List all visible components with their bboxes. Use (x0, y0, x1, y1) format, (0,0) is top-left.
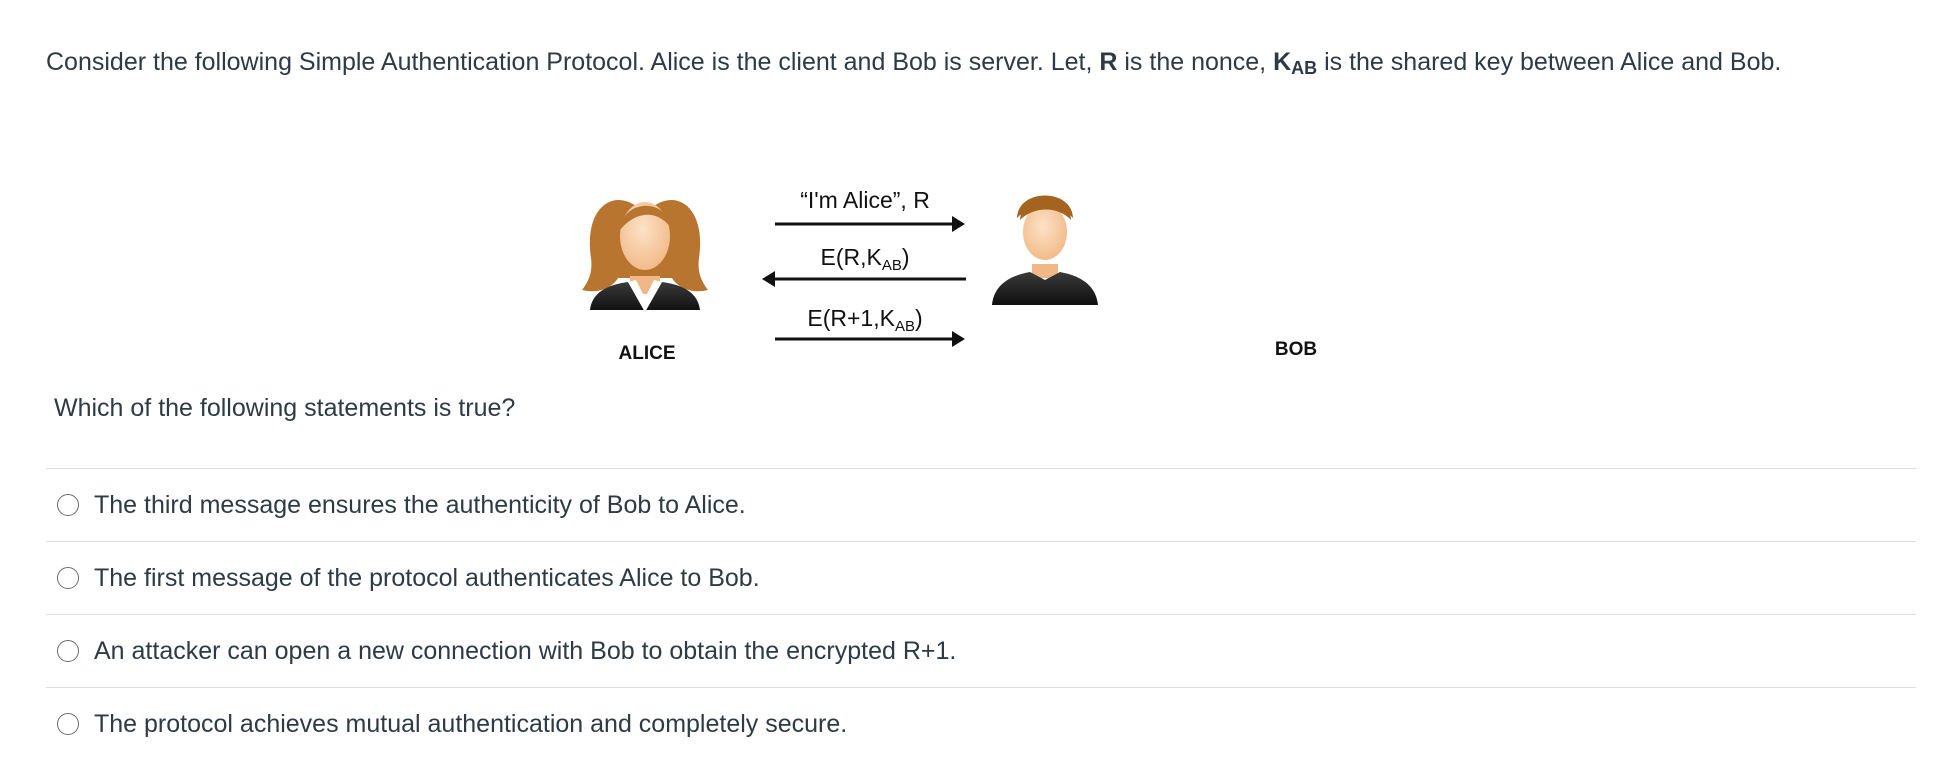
alice-label: ALICE (619, 343, 676, 364)
answer-label: An attacker can open a new connection wi… (94, 636, 957, 665)
answer-option-3[interactable]: An attacker can open a new connection wi… (46, 614, 1916, 687)
message-3-subscript: AB (895, 318, 915, 335)
answer-label: The third message ensures the authentici… (94, 490, 746, 519)
bob-label: BOB (1275, 339, 1317, 360)
radio-button[interactable] (57, 713, 79, 735)
answer-option-4[interactable]: The protocol achieves mutual authenticat… (46, 687, 1916, 760)
message-3-label: E(R+1,KAB) (807, 305, 922, 335)
question-text: Consider the following Simple Authentica… (46, 42, 1916, 83)
key-subscript: AB (1291, 58, 1318, 78)
message-1-arrow (775, 216, 965, 232)
question-mid: is the nonce, (1117, 48, 1274, 76)
message-2-label: E(R,KAB) (820, 244, 909, 274)
radio-button[interactable] (57, 640, 79, 662)
radio-button[interactable] (57, 494, 79, 516)
answer-list: The third message ensures the authentici… (46, 468, 1916, 760)
answer-label: The first message of the protocol authen… (94, 563, 760, 592)
question-intro: Consider the following Simple Authentica… (46, 48, 1100, 76)
message-2-subscript: AB (882, 257, 902, 274)
answer-option-2[interactable]: The first message of the protocol authen… (46, 541, 1916, 614)
message-3-arrow (775, 331, 965, 347)
message-2-arrow (762, 271, 966, 287)
alice-avatar-icon (582, 200, 708, 312)
key-symbol: KAB (1273, 48, 1318, 78)
protocol-diagram: “I'm Alice”, R E(R,KAB) E(R+1,KAB) ALICE… (580, 170, 1380, 380)
bob-avatar-icon (992, 195, 1098, 305)
nonce-symbol: R (1099, 48, 1118, 76)
answer-option-1[interactable]: The third message ensures the authentici… (46, 468, 1916, 541)
answer-label: The protocol achieves mutual authenticat… (94, 709, 848, 738)
question-end: is the shared key between Alice and Bob. (1317, 48, 1782, 76)
message-1-label: “I'm Alice”, R (800, 187, 930, 213)
radio-button[interactable] (57, 567, 79, 589)
question-prompt: Which of the following statements is tru… (54, 394, 516, 422)
